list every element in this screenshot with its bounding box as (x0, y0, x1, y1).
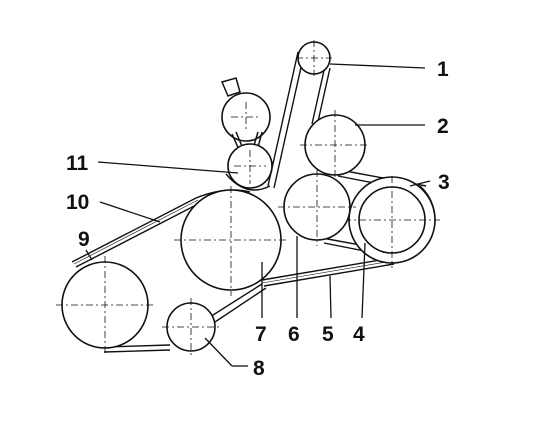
callout-4: 4 (353, 323, 365, 346)
pulley-9 (56, 256, 154, 354)
pulley-2 (300, 110, 370, 180)
callout-10: 10 (66, 191, 89, 214)
callout-8: 8 (253, 357, 265, 380)
callout-3: 3 (438, 171, 450, 194)
callout-7: 7 (255, 323, 267, 346)
pulley-6 (278, 170, 356, 246)
callout-5: 5 (322, 323, 334, 346)
callout-numbers: 1 2 3 4 5 6 7 8 9 10 11 (66, 58, 450, 380)
belt-tensioner-assembly (220, 77, 273, 189)
callout-9: 9 (78, 228, 90, 251)
callout-2: 2 (437, 115, 449, 138)
pulley-8 (162, 298, 220, 356)
pulley-1 (296, 40, 332, 76)
pulley-3 (344, 176, 440, 268)
callout-1: 1 (437, 58, 449, 81)
callout-11: 11 (66, 152, 89, 175)
crankshaft-pulley-7 (174, 186, 288, 296)
callout-6: 6 (288, 323, 300, 346)
callout-leaders (85, 63, 431, 367)
